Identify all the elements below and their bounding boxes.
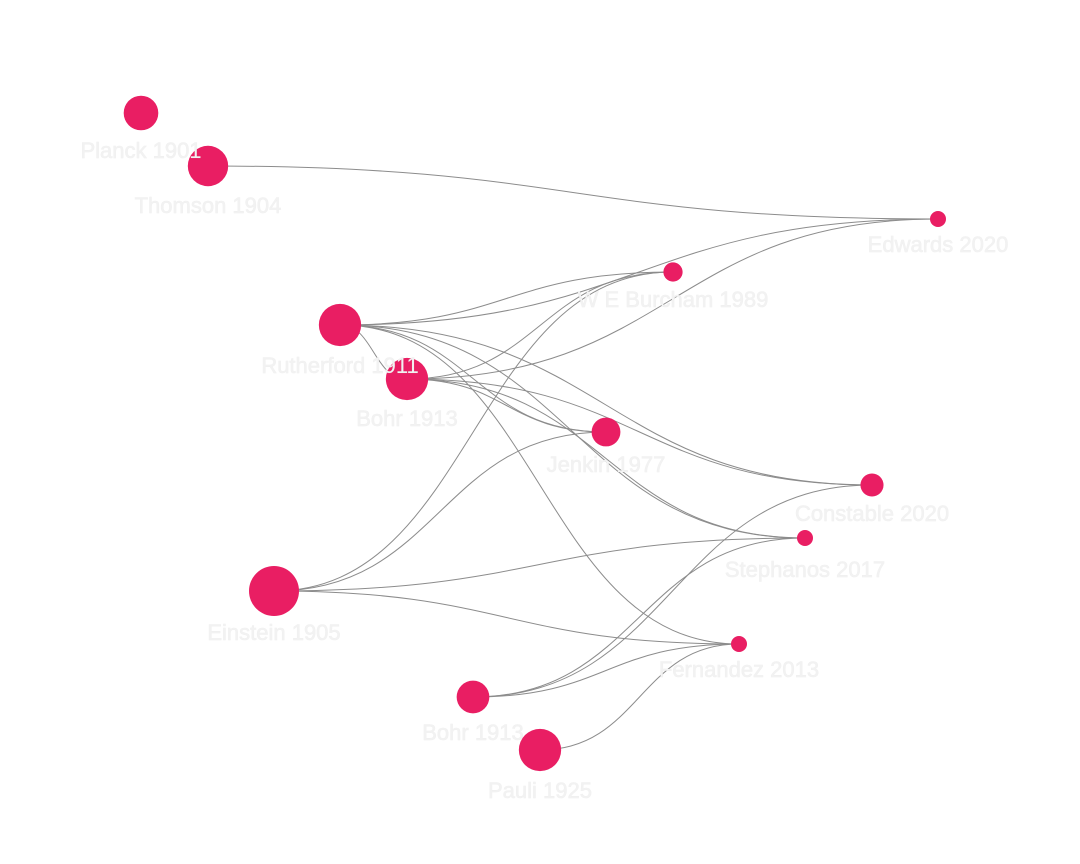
node-constable2020[interactable] bbox=[860, 473, 884, 497]
edge-thomson1904-edwards2020 bbox=[207, 165, 939, 220]
edge-einstein1905-burcham1989 bbox=[273, 271, 674, 592]
node-label-edwards2020: Edwards 2020 bbox=[868, 232, 1009, 257]
edge-bohr1913b-constable2020 bbox=[472, 484, 873, 698]
node-jenkin1977[interactable] bbox=[591, 417, 621, 447]
edge-bohr1913a-stephanos2017 bbox=[406, 378, 806, 539]
edge-rutherford1911-edwards2020 bbox=[339, 218, 939, 326]
node-rutherford1911[interactable] bbox=[318, 303, 362, 347]
node-stephanos2017[interactable] bbox=[797, 530, 813, 546]
edge-bohr1913a-burcham1989 bbox=[406, 271, 674, 380]
node-edwards2020[interactable] bbox=[930, 211, 946, 227]
node-label-planck1901: Planck 1901 bbox=[80, 138, 201, 163]
node-label-thomson1904: Thomson 1904 bbox=[135, 193, 282, 218]
node-label-burcham1989: W E Burcham 1989 bbox=[578, 287, 769, 312]
edge-rutherford1911-burcham1989 bbox=[339, 271, 674, 326]
edge-pauli1925-fernandez2013 bbox=[539, 643, 740, 751]
node-label-constable2020: Constable 2020 bbox=[795, 501, 949, 526]
edge-bohr1913b-stephanos2017 bbox=[472, 537, 806, 698]
node-label-fernandez2013: Fernandez 2013 bbox=[659, 657, 819, 682]
node-bohr1913a[interactable] bbox=[385, 357, 429, 401]
edge-bohr1913a-edwards2020 bbox=[406, 218, 939, 380]
edge-einstein1905-jenkin1977 bbox=[273, 431, 607, 592]
node-label-einstein1905: Einstein 1905 bbox=[207, 620, 340, 645]
node-burcham1989[interactable] bbox=[663, 262, 683, 282]
node-einstein1905[interactable] bbox=[249, 566, 299, 616]
edge-bohr1913a-jenkin1977 bbox=[406, 378, 607, 433]
node-bohr1913b[interactable] bbox=[456, 680, 490, 714]
node-pauli1925[interactable] bbox=[518, 728, 562, 772]
edge-rutherford1911-constable2020 bbox=[339, 324, 873, 486]
node-thomson1904[interactable] bbox=[187, 145, 229, 187]
node-label-bohr1913a: Bohr 1913 bbox=[356, 406, 458, 431]
edge-einstein1905-fernandez2013 bbox=[273, 590, 740, 645]
edges-layer bbox=[207, 165, 939, 751]
edge-bohr1913b-fernandez2013 bbox=[472, 643, 740, 698]
edge-rutherford1911-stephanos2017 bbox=[339, 324, 806, 539]
edge-einstein1905-stephanos2017 bbox=[273, 537, 806, 592]
node-planck1901[interactable] bbox=[123, 95, 159, 131]
node-label-jenkin1977: Jenkin 1977 bbox=[547, 452, 666, 477]
node-label-pauli1925: Pauli 1925 bbox=[488, 778, 592, 803]
node-label-rutherford1911: Rutherford 1911 bbox=[261, 353, 418, 378]
edge-bohr1913a-constable2020 bbox=[406, 378, 873, 486]
node-fernandez2013[interactable] bbox=[731, 636, 747, 652]
node-label-bohr1913b: Bohr 1913 bbox=[422, 720, 524, 745]
node-label-stephanos2017: Stephanos 2017 bbox=[725, 557, 885, 582]
edge-rutherford1911-fernandez2013 bbox=[339, 324, 740, 645]
nodes-layer bbox=[123, 95, 946, 772]
